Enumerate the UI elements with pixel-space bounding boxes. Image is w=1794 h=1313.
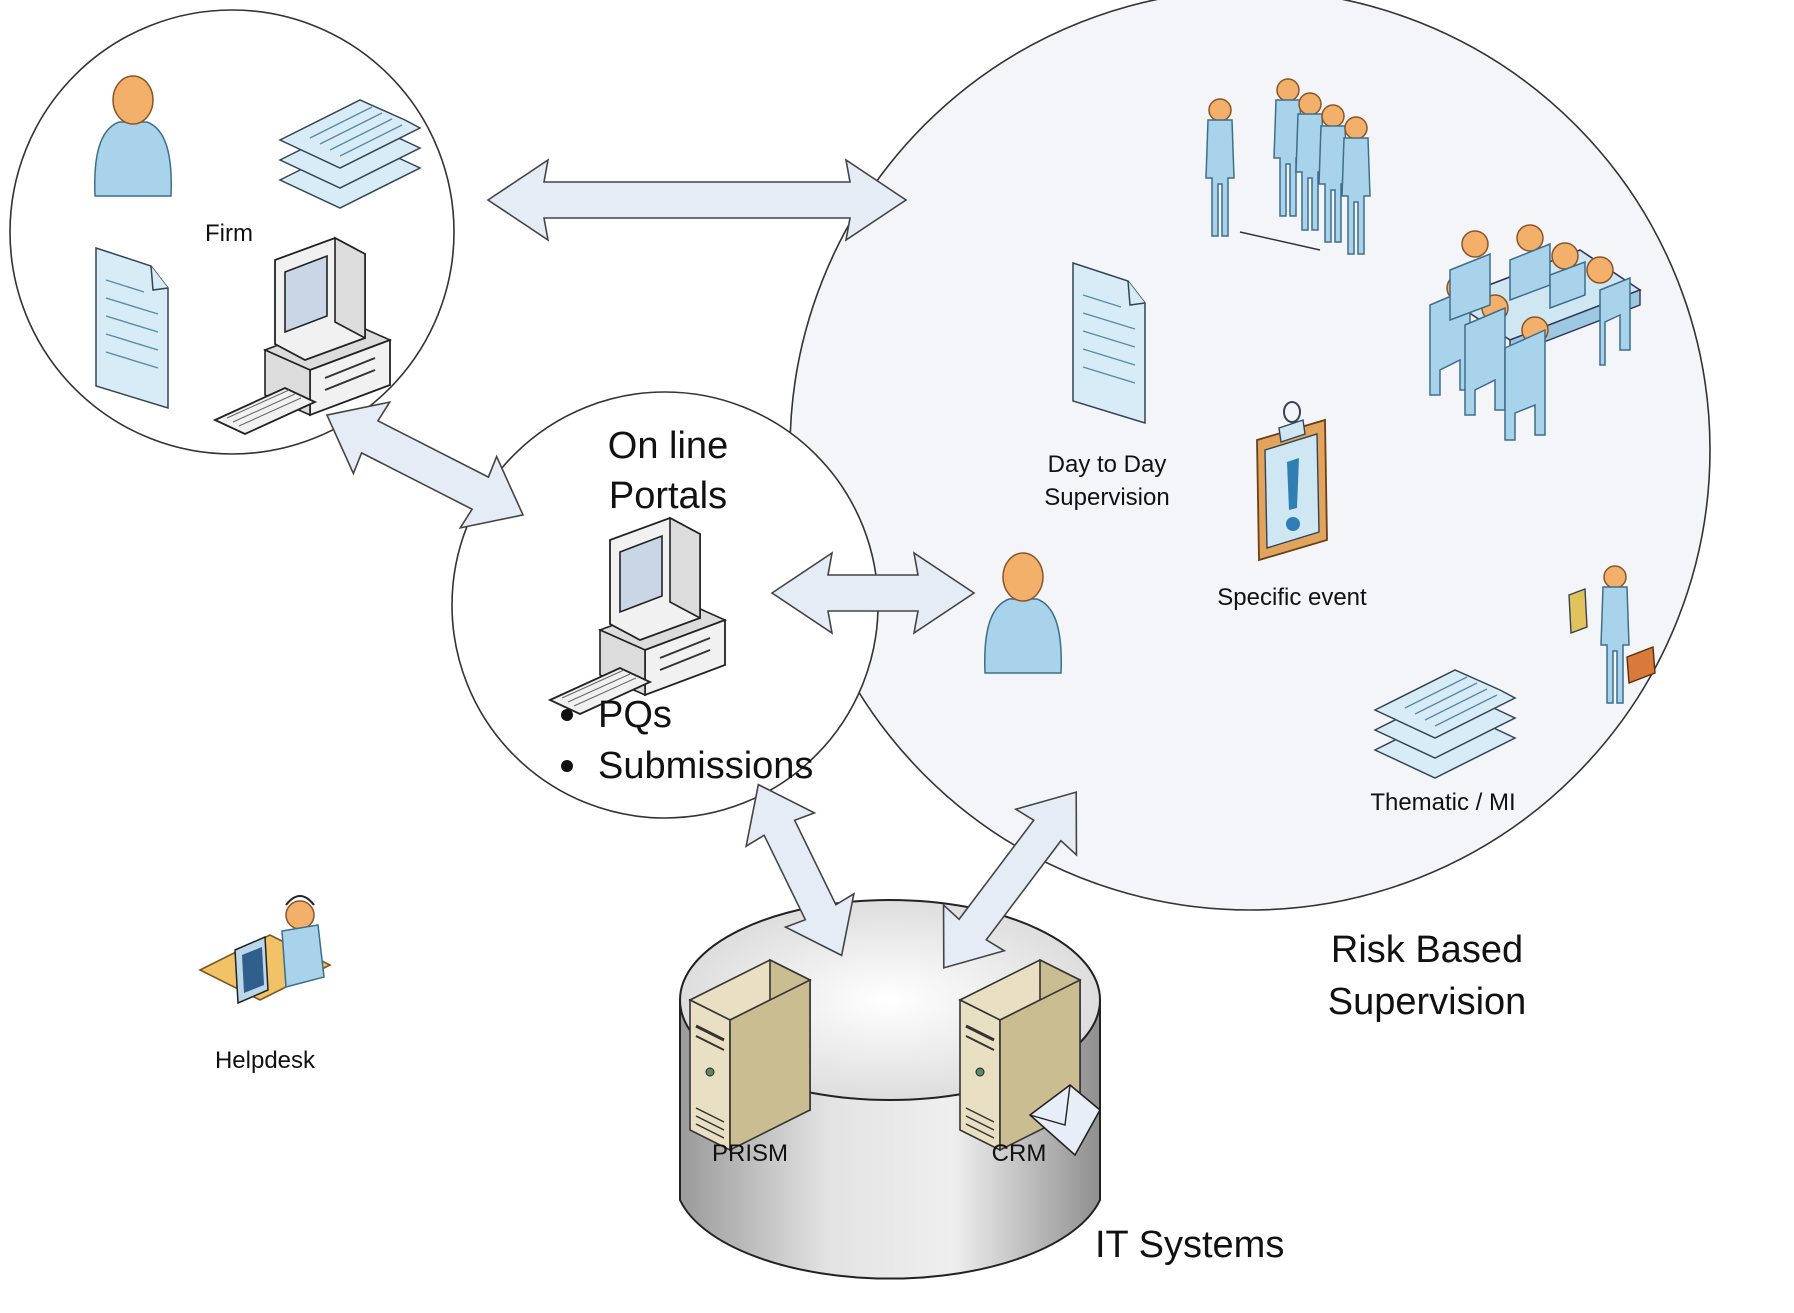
meeting-table-icon bbox=[1429, 224, 1642, 441]
helpdesk-icon bbox=[198, 895, 332, 1005]
inspector-icon bbox=[1568, 565, 1656, 704]
thematic-mi-label: Thematic / MI bbox=[1370, 789, 1515, 816]
portal-item-pqs: PQs bbox=[598, 694, 672, 736]
bullet-icon bbox=[561, 760, 573, 772]
prism-label: PRISM bbox=[712, 1140, 788, 1167]
risk-based-supervision-area bbox=[789, 0, 1711, 911]
rbs-title-line2: Supervision bbox=[1328, 981, 1527, 1023]
it-systems-label: IT Systems bbox=[1095, 1224, 1284, 1266]
day-to-day-label-line1: Day to Day bbox=[1048, 451, 1167, 478]
firm-label: Firm bbox=[205, 220, 253, 247]
day-to-day-label-line2: Supervision bbox=[1044, 484, 1169, 511]
people-group-icon bbox=[1205, 78, 1371, 255]
specific-event-label: Specific event bbox=[1217, 584, 1367, 611]
portal-item-submissions: Submissions bbox=[598, 745, 813, 787]
portals-title-line2: Portals bbox=[609, 475, 727, 517]
crm-label: CRM bbox=[992, 1140, 1047, 1167]
supervision-it-arrow bbox=[942, 791, 1078, 969]
portals-title-line1: On line bbox=[608, 425, 728, 467]
rbs-title-line1: Risk Based bbox=[1331, 929, 1523, 971]
bullet-icon bbox=[561, 709, 573, 721]
clipboard-alert-icon bbox=[1256, 401, 1328, 562]
firm-portals-arrow bbox=[325, 400, 525, 530]
portals-supervision-arrow bbox=[770, 551, 976, 635]
firm-supervision-arrow bbox=[486, 158, 908, 242]
helpdesk-label: Helpdesk bbox=[215, 1047, 316, 1074]
portals-it-arrow bbox=[744, 783, 856, 957]
envelope-icon bbox=[1028, 1083, 1102, 1157]
